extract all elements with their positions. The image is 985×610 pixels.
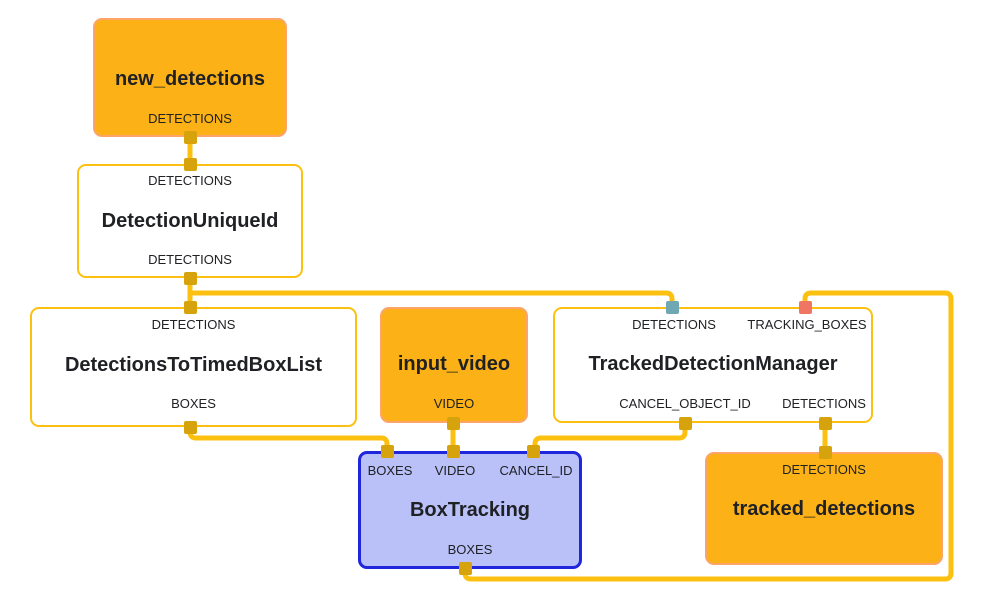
node-title: DetectionUniqueId — [101, 210, 279, 232]
port-label-cancel-object-id-out: CANCEL_OBJECT_ID — [619, 396, 751, 411]
port-label-tracking-boxes-in: TRACKING_BOXES — [747, 317, 867, 332]
port-label-detections-out: DETECTIONS — [148, 252, 232, 267]
port-box-tracking-boxes-out[interactable] — [458, 561, 472, 575]
node-box-tracking[interactable]: BOXES VIDEO CANCEL_ID BoxTracking BOXES — [358, 451, 582, 569]
port-box-tracking-cancel-id-in[interactable] — [526, 444, 540, 458]
port-label-detections-out: DETECTIONS — [782, 396, 866, 411]
node-title: new_detections — [114, 68, 266, 90]
node-title: DetectionsToTimedBoxList — [64, 354, 323, 376]
port-detection-unique-id-detections-in[interactable] — [183, 157, 197, 171]
port-label-detections-in: DETECTIONS — [782, 462, 866, 477]
port-label-detections-in: DETECTIONS — [151, 317, 236, 332]
port-label-detections-in: DETECTIONS — [632, 317, 716, 332]
node-detection-unique-id[interactable]: DETECTIONS DetectionUniqueId DETECTIONS — [77, 164, 303, 278]
port-label-video-in: VIDEO — [434, 463, 476, 478]
node-title: tracked_detections — [732, 498, 916, 520]
port-detection-unique-id-detections-out[interactable] — [183, 271, 197, 285]
node-title: TrackedDetectionManager — [588, 353, 838, 375]
node-detections-to-timed-box-list[interactable]: DETECTIONS DetectionsToTimedBoxList BOXE… — [30, 307, 357, 427]
port-tracked-detection-manager-tracking-boxes-in[interactable] — [798, 300, 812, 314]
port-box-tracking-boxes-in[interactable] — [380, 444, 394, 458]
port-label-cancel-id-in: CANCEL_ID — [499, 463, 573, 478]
node-tracked-detection-manager[interactable]: DETECTIONS TRACKING_BOXES TrackedDetecti… — [553, 307, 873, 423]
port-label-video-out: VIDEO — [433, 396, 475, 411]
port-label-boxes-in: BOXES — [367, 463, 413, 478]
port-label-detections-in: DETECTIONS — [148, 173, 232, 188]
port-tracked-detection-manager-detections-out[interactable] — [818, 416, 832, 430]
port-label-boxes-out: BOXES — [447, 542, 493, 557]
node-input-video[interactable]: input_video VIDEO — [380, 307, 528, 423]
port-input-video-video-out[interactable] — [446, 416, 460, 430]
node-title: input_video — [397, 353, 511, 375]
port-detections-to-timed-box-list-detections-in[interactable] — [183, 300, 197, 314]
node-title: BoxTracking — [409, 499, 531, 521]
port-new-detections-detections-out[interactable] — [183, 130, 197, 144]
port-box-tracking-video-in[interactable] — [446, 444, 460, 458]
port-label-boxes-out: BOXES — [171, 396, 216, 411]
port-tracked-detection-manager-cancel-object-id-out[interactable] — [678, 416, 692, 430]
port-tracked-detections-detections-in[interactable] — [818, 445, 832, 459]
node-tracked-detections[interactable]: DETECTIONS tracked_detections — [705, 452, 943, 565]
port-detections-to-timed-box-list-boxes-out[interactable] — [183, 420, 197, 434]
port-tracked-detection-manager-detections-in[interactable] — [665, 300, 679, 314]
node-new-detections[interactable]: new_detections DETECTIONS — [93, 18, 287, 137]
port-label-detections-out: DETECTIONS — [148, 111, 232, 126]
